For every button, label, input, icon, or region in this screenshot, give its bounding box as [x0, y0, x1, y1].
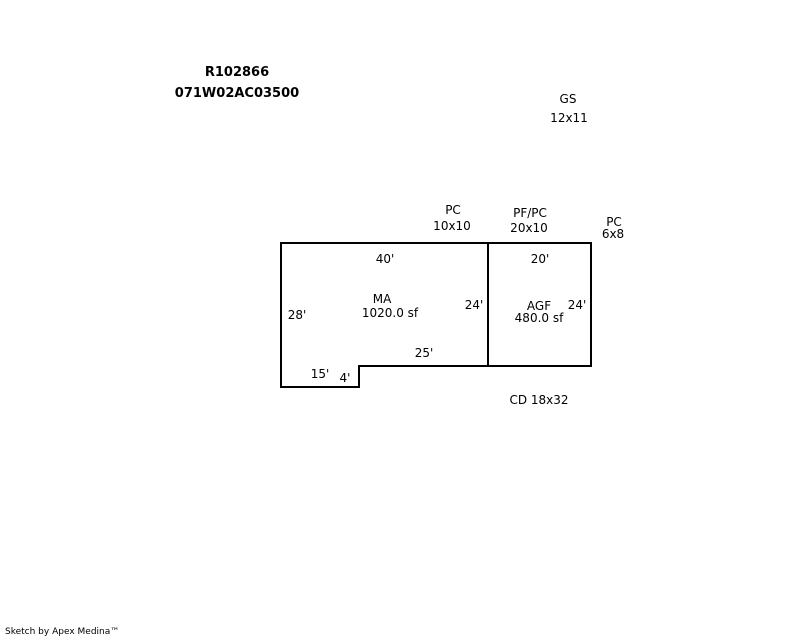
- garage-top-dimension: 20': [530, 252, 550, 266]
- main-top-dimension: 40': [375, 252, 395, 266]
- pc-side-size: 6x8: [601, 227, 625, 241]
- main-area-size: 1020.0 sf: [361, 306, 419, 320]
- parcel-id: R102866: [204, 65, 270, 80]
- pfpc-code: PF/PC: [513, 206, 547, 220]
- main-bottom-left-dimension: 15': [310, 367, 330, 381]
- main-bottom-right-dimension: 25': [414, 346, 434, 360]
- gs-size: 12x11: [550, 111, 588, 125]
- pc-side-code: PC: [606, 215, 622, 229]
- pfpc-size: 20x10: [510, 221, 548, 235]
- sketch-credit: Sketch by Apex Medina™: [5, 627, 120, 637]
- garage-area-code: AGF: [526, 299, 552, 313]
- garage-outline: [487, 242, 592, 367]
- main-left-dimension: 28': [287, 308, 307, 322]
- pc-front-size: 10x10: [433, 219, 471, 233]
- pc-front-code: PC: [445, 203, 461, 217]
- main-right-dimension: 24': [464, 298, 484, 312]
- garage-area-size: 480.0 sf: [514, 311, 564, 325]
- main-area-code: MA: [372, 292, 392, 306]
- map-number: 071W02AC03500: [174, 86, 300, 101]
- main-notch-dimension: 4': [339, 371, 351, 385]
- gs-code: GS: [559, 92, 577, 106]
- cd-label: CD 18x32: [509, 393, 569, 407]
- garage-right-dimension: 24': [567, 298, 587, 312]
